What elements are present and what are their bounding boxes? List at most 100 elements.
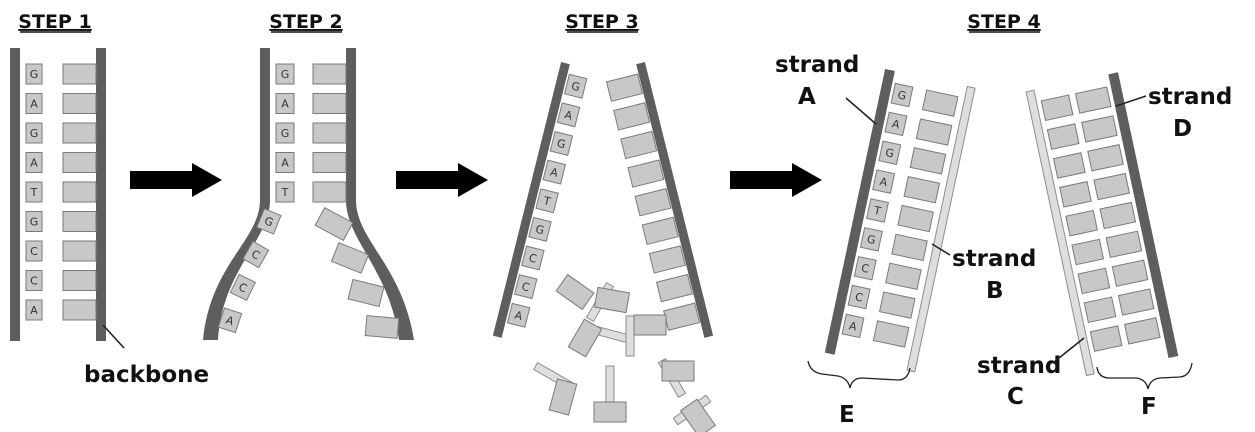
step-3-left-backbone — [492, 62, 570, 338]
step-4-strand-c-base-2 — [1052, 152, 1086, 179]
step-4-strand-d-base-1 — [1081, 115, 1118, 143]
step-1-base-4-letter: T — [30, 186, 38, 199]
step-1-base-8: A — [25, 299, 43, 321]
step-4-strand-b-base-7 — [878, 291, 916, 319]
strand-d-label-letter: D — [1173, 116, 1192, 142]
step-1-right-backbone — [96, 48, 106, 341]
step-3-left-base-2-letter: G — [556, 137, 567, 152]
step-1-base-3: A — [25, 152, 43, 173]
step-1-partner-2 — [62, 122, 97, 144]
step-4-strand-a-base-8-letter: A — [848, 319, 859, 333]
step-4-strand-a-base-7: C — [847, 284, 871, 310]
free-nucleotide-0-base — [555, 273, 595, 311]
step-4-strand-a-base-0: G — [890, 82, 914, 108]
step-1-base-3-letter: A — [30, 157, 38, 170]
step-4-strand-a-base-7-letter: C — [854, 290, 865, 304]
step-2-base-1: A — [275, 93, 295, 114]
step-2-base-0-letter: G — [281, 68, 290, 81]
step-4-strand-a-base-1-block — [884, 111, 908, 137]
arrow-step-3-to-4 — [730, 163, 822, 197]
free-nucleotide-9-backbone — [605, 365, 615, 407]
strand-b-label-letter: B — [986, 278, 1004, 304]
step-1-base-6-block — [25, 240, 43, 262]
step-2-base-1-letter: A — [281, 98, 289, 111]
step-2-base-5: G — [256, 208, 282, 235]
free-nucleotide-2 — [593, 286, 631, 314]
step-4-strand-d-base-2 — [1087, 144, 1124, 172]
step-3-left-base-5-block — [528, 216, 552, 242]
step-3-left-base-3: A — [542, 159, 567, 185]
step-3-left-base-2-block — [549, 131, 574, 157]
free-nucleotide-9 — [605, 365, 615, 407]
step-3-right-base-6 — [648, 245, 686, 274]
step-1-base-0-letter: G — [30, 68, 39, 81]
step-4-strand-c-base-5 — [1071, 238, 1105, 266]
step-4-strand-a-base-1: A — [884, 111, 908, 137]
step-4-strand-c-base-6 — [1077, 267, 1111, 295]
strand-a-label-word: strand — [775, 52, 859, 78]
step-4-strand-a-base-4-block — [866, 198, 889, 223]
step-1-partner-0 — [62, 63, 97, 85]
strand-d-label-word: strand — [1148, 84, 1232, 110]
step-2-base-3-letter: A — [281, 157, 289, 170]
step-3-right-backbone — [636, 62, 714, 338]
step-4-strand-d-base-7 — [1117, 288, 1155, 316]
free-nucleotide-6-base — [633, 314, 667, 336]
bracket-f-label: F — [1141, 394, 1157, 420]
step-3-left-base-7-letter: C — [520, 280, 531, 295]
step-1-base-7-block — [25, 270, 43, 291]
step-2-base-2-block — [275, 122, 295, 144]
step-2-partner-6 — [330, 242, 370, 274]
step-4-strand-a-base-8: A — [841, 313, 865, 339]
free-nucleotide-0 — [555, 273, 595, 311]
step-2-left-backbone — [203, 48, 270, 340]
step-3-left-base-2: G — [549, 131, 574, 157]
step-2-base-6: C — [242, 240, 270, 269]
step-3-right-base-8 — [663, 302, 701, 331]
step-2-base-3: A — [275, 152, 295, 173]
step-1-base-0-block — [25, 63, 43, 85]
strand-b-backbone — [906, 85, 976, 373]
step-4-strand-a-base-5-block — [859, 227, 883, 252]
free-nucleotide-4 — [567, 318, 603, 358]
step-1-base-5-block — [25, 211, 43, 232]
strand-a-label-letter: A — [798, 84, 816, 110]
step-1-base-7-letter: C — [30, 275, 38, 288]
step-2-partner-6-block — [330, 242, 370, 274]
step-4-molecule-2-rotated — [1025, 72, 1179, 377]
step-3-left-base-7-block — [513, 274, 538, 300]
step-4-strand-a-base-4: T — [866, 198, 889, 223]
step-4-strand-a-base-4-letter: T — [872, 204, 883, 218]
step-2-partner-4 — [312, 181, 347, 203]
step-4-strand-b-base-2 — [909, 147, 947, 175]
step-2-partner-8 — [364, 315, 400, 339]
step-4-strand-a-base-6: C — [853, 255, 877, 281]
step-4-strand-a-base-2-block — [878, 140, 902, 166]
step-2-base-8-letter: A — [224, 313, 236, 328]
step-4-strand-c-base-1 — [1046, 123, 1080, 150]
free-nucleotide-14-base — [679, 398, 717, 432]
step-1-base-5: G — [25, 211, 43, 232]
step-4-strand-a-base-5-letter: G — [866, 233, 877, 247]
strand-c-backbone — [1025, 89, 1095, 377]
step-3-left-base-0-block — [563, 73, 588, 99]
step-3-right-bases — [605, 73, 701, 331]
step-2-base-5-block — [256, 208, 282, 235]
step-2-partner-5 — [314, 206, 354, 242]
step-3-left-base-8: A — [506, 302, 531, 328]
free-nucleotide-12 — [661, 360, 695, 382]
step-4-title: STEP 4 — [967, 11, 1040, 33]
step-3-left-base-6: C — [521, 245, 545, 271]
step-1-partner-4 — [62, 181, 97, 203]
step-4-strand-a-base-7-block — [847, 284, 871, 310]
step-2-partner-0 — [312, 63, 347, 85]
step-1-base-5-letter: G — [30, 216, 39, 229]
step-4-strand-a-base-5: G — [859, 227, 883, 252]
step-3-right-base-0 — [605, 73, 644, 102]
